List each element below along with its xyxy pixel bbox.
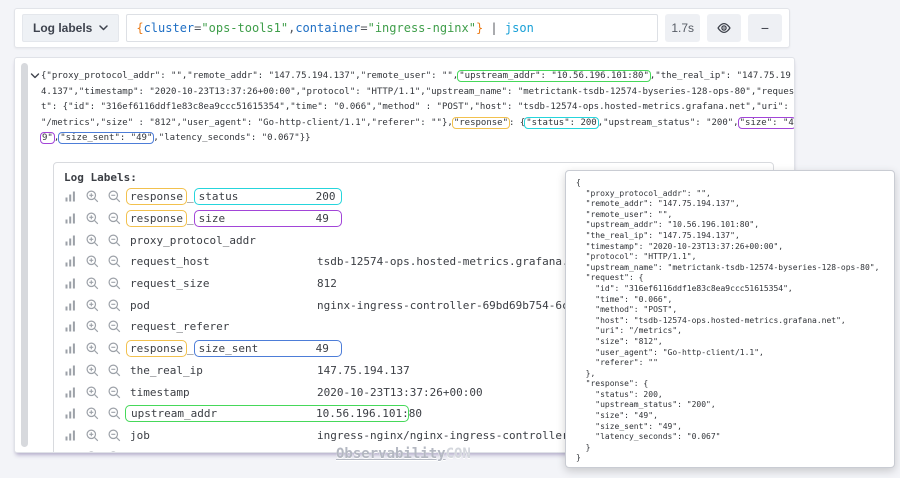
highlight-size-wrap: 9" — [40, 132, 55, 144]
zoom-out-icon[interactable] — [108, 386, 121, 399]
label-value: 49 — [315, 212, 329, 226]
zoom-in-icon[interactable] — [86, 212, 99, 225]
zoom-out-icon[interactable] — [108, 190, 121, 203]
log-label-row — [64, 446, 773, 452]
query-duration-badge: 1.7s — [665, 14, 700, 42]
zoom-out-icon[interactable] — [108, 320, 121, 333]
chevron-expanded-icon[interactable] — [30, 71, 40, 81]
bar-chart-icon[interactable] — [64, 342, 77, 355]
zoom-out-icon[interactable] — [108, 212, 121, 225]
zoom-in-icon[interactable] — [86, 277, 99, 290]
zoom-out-icon[interactable] — [108, 255, 121, 268]
label-value: 147.75.194.137 — [317, 363, 410, 377]
zoom-in-icon[interactable] — [86, 407, 99, 420]
zoom-out-icon[interactable] — [108, 277, 121, 290]
zoom-in-icon[interactable] — [86, 255, 99, 268]
highlight-response-box: response — [126, 340, 187, 358]
log-line: {"proxy_protocol_addr": "","remote_addr"… — [40, 70, 795, 144]
zoom-out-icon[interactable] — [108, 429, 121, 442]
zoom-out-icon[interactable] — [108, 407, 121, 420]
vertical-scrollbar[interactable] — [21, 63, 28, 447]
minus-icon: − — [760, 20, 770, 36]
zoom-out-icon[interactable] — [108, 234, 121, 247]
zoom-out-icon[interactable] — [108, 451, 121, 452]
label-value: 200 — [315, 190, 336, 204]
json-detail-popover: { "proxy_protocol_addr": "", "remote_add… — [565, 170, 895, 468]
bar-chart-icon[interactable] — [64, 277, 77, 290]
zoom-in-icon[interactable] — [86, 386, 99, 399]
log-labels-dropdown[interactable]: Log labels — [22, 14, 120, 42]
query-text: {cluster="ops-tools1",container="ingress… — [136, 21, 534, 35]
bar-chart-icon[interactable] — [64, 255, 77, 268]
log-labels-dropdown-label: Log labels — [33, 21, 93, 35]
bar-chart-icon[interactable] — [64, 386, 77, 399]
zoom-in-icon[interactable] — [86, 320, 99, 333]
query-input[interactable]: {cluster="ops-tools1",container="ingress… — [126, 14, 659, 42]
highlight-size-sent: "size_sent": "49" — [58, 132, 155, 144]
log-label-row: proxy_protocol_addr — [64, 229, 773, 251]
highlight-status: "status": 200 — [524, 116, 599, 129]
highlight-upstream-addr: "upstream_addr": "10.56.196.101:80" — [457, 70, 651, 82]
label-value: tsdb-12574-ops.hosted-metrics.grafana.ne… — [317, 255, 589, 269]
observabilitycon-watermark: ObservabilityCON — [336, 446, 471, 462]
zoom-in-icon[interactable] — [86, 299, 99, 312]
bar-chart-icon[interactable] — [64, 320, 77, 333]
bar-chart-icon[interactable] — [64, 451, 77, 452]
bar-chart-icon[interactable] — [64, 364, 77, 377]
zoom-out-icon[interactable] — [108, 342, 121, 355]
zoom-in-icon[interactable] — [86, 429, 99, 442]
bar-chart-icon[interactable] — [64, 212, 77, 225]
collapse-button[interactable]: − — [748, 14, 782, 42]
zoom-in-icon[interactable] — [86, 451, 99, 452]
highlight-size: "size": "4 — [737, 116, 794, 129]
highlight-response-box: response — [126, 210, 187, 228]
highlight-response-box: response — [126, 188, 187, 206]
json-detail-text: { "proxy_protocol_addr": "", "remote_add… — [576, 178, 880, 463]
log-label-row: request_referer — [64, 316, 773, 338]
label-value: nginx-ingress-controller-69bd69b754-6cr7… — [317, 298, 589, 312]
chevron-down-icon — [99, 25, 109, 31]
bar-chart-icon[interactable] — [64, 190, 77, 203]
zoom-in-icon[interactable] — [86, 342, 99, 355]
bar-chart-icon[interactable] — [64, 407, 77, 420]
label-value: 2020-10-23T13:37:26+00:00 — [317, 385, 483, 399]
zoom-out-icon[interactable] — [108, 299, 121, 312]
label-value: 10.56.196.101:80 — [316, 407, 422, 421]
zoom-in-icon[interactable] — [86, 190, 99, 203]
zoom-in-icon[interactable] — [86, 364, 99, 377]
label-value: 49 — [315, 342, 329, 356]
label-value: 812 — [317, 277, 337, 291]
bar-chart-icon[interactable] — [64, 234, 77, 247]
zoom-out-icon[interactable] — [108, 364, 121, 377]
log-labels-title: Log Labels: — [64, 171, 137, 184]
zoom-in-icon[interactable] — [86, 234, 99, 247]
bar-chart-icon[interactable] — [64, 299, 77, 312]
bar-chart-icon[interactable] — [64, 429, 77, 442]
live-preview-button[interactable] — [707, 14, 741, 42]
eye-icon — [716, 20, 732, 36]
label-value: ingress-nginx/nginx-ingress-controller — [317, 428, 569, 442]
highlight-response: "response" — [451, 116, 510, 129]
query-toolbar: Log labels {cluster="ops-tools1",contain… — [14, 8, 790, 48]
